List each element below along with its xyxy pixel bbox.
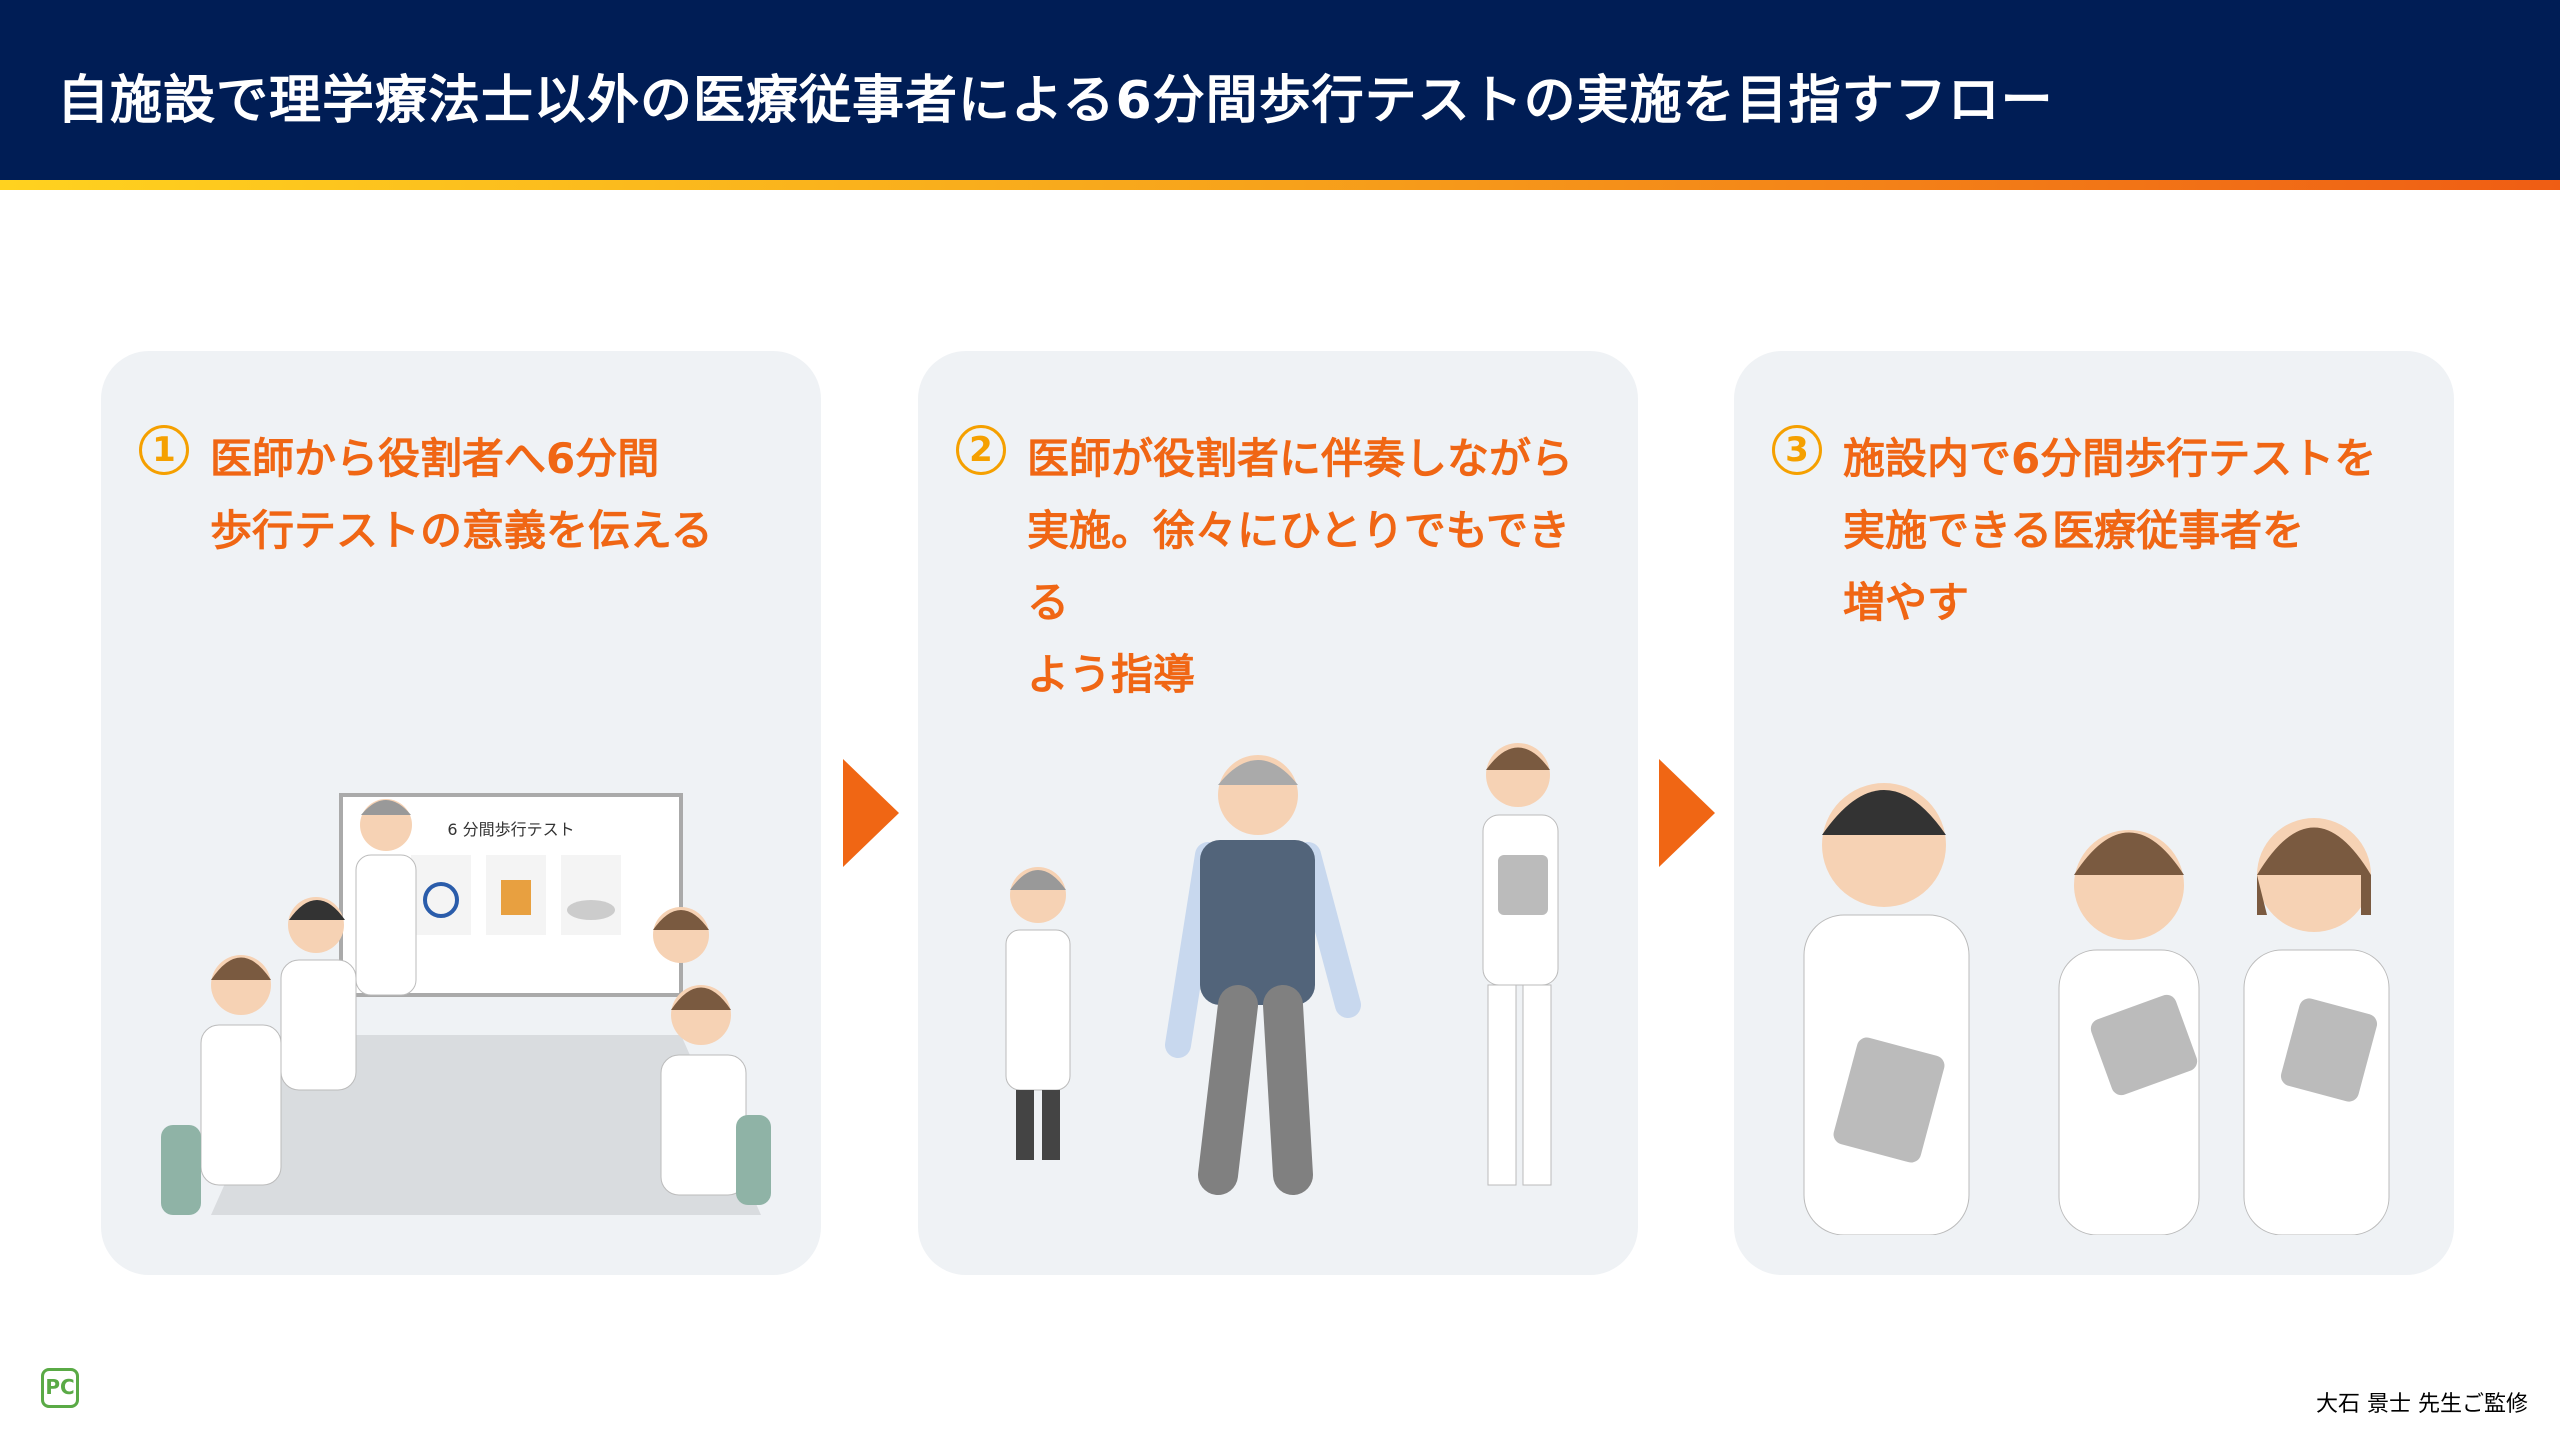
step-card-2: 2 医師が役割者に伴奏しながら 実施。徐々にひとりでもできる よう指導 (918, 351, 1638, 1275)
medical-staff-illustration (1803, 783, 2390, 1235)
brand-logo: PC (41, 1368, 79, 1408)
step-number: 2 (956, 425, 1006, 475)
step-card-3: 3 施設内で6分間歩行テストを 実施できる医療従事者を 増やす (1734, 351, 2454, 1275)
step-number: 3 (1772, 425, 1822, 475)
walking-test-illustration (1005, 743, 1559, 1195)
supervisor-credit: 大石 景士 先生ご監修 (2316, 1392, 2528, 1417)
header: 自施設で理学療法士以外の医療従事者による6分間歩行テストの実施を目指すフロー (0, 0, 2560, 180)
step-number: 1 (139, 425, 189, 475)
next-arrow-icon (1659, 759, 1715, 867)
step-card-1: 1 医師から役割者へ6分間 歩行テストの意義を伝える 6 分間歩行テスト (101, 351, 821, 1275)
board-label: 6 分間歩行テスト (447, 820, 574, 839)
next-arrow-icon (843, 759, 899, 867)
meeting-illustration: 6 分間歩行テスト (161, 793, 771, 1215)
gradient-divider (0, 180, 2560, 190)
step-text: 医師が役割者に伴奏しながら 実施。徐々にひとりでもできる よう指導 (1027, 434, 1574, 699)
step-text: 施設内で6分間歩行テストを 実施できる医療従事者を 増やす (1843, 434, 2377, 627)
page-title: 自施設で理学療法士以外の医療従事者による6分間歩行テストの実施を目指すフロー (57, 71, 2054, 131)
step-text: 医師から役割者へ6分間 歩行テストの意義を伝える (210, 434, 713, 555)
